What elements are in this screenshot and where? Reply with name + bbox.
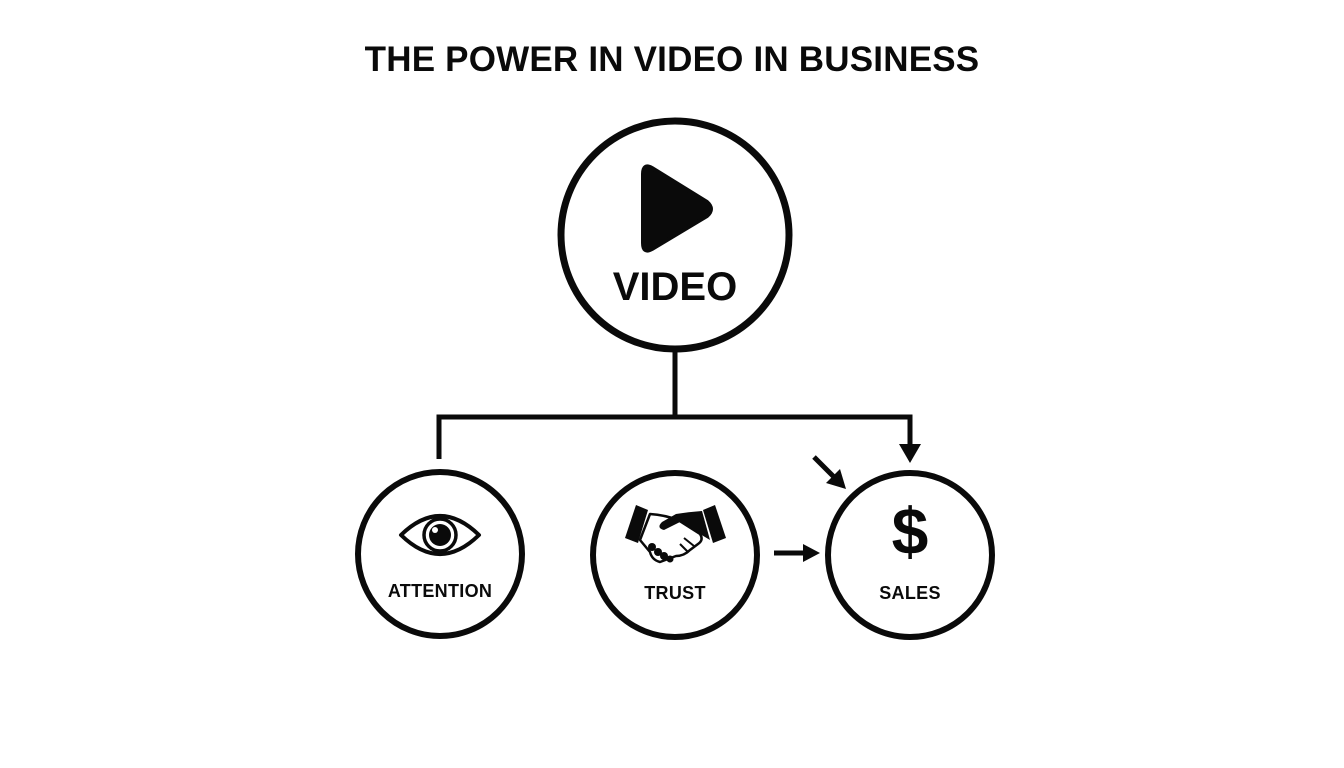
arrow-down-to-sales-icon bbox=[899, 444, 921, 463]
connector-tree bbox=[436, 352, 913, 459]
video-label: VIDEO bbox=[612, 265, 738, 309]
handshake-icon bbox=[625, 505, 726, 564]
diagram-title: THE POWER IN VIDEO IN BUSINESS bbox=[364, 40, 980, 79]
attention-label: ATTENTION bbox=[387, 581, 493, 601]
video-node bbox=[557, 117, 793, 353]
diagonal-arrow-icon bbox=[812, 455, 846, 489]
dollar-icon: $ bbox=[891, 494, 929, 568]
play-icon bbox=[641, 164, 713, 253]
arrow-trust-to-sales-icon bbox=[774, 544, 820, 562]
sales-circle bbox=[825, 470, 995, 640]
trust-node bbox=[590, 470, 760, 640]
trust-label: TRUST bbox=[644, 583, 706, 603]
sales-label: SALES bbox=[879, 583, 941, 603]
sales-node bbox=[825, 470, 995, 640]
branch-line bbox=[436, 414, 913, 459]
attention-node bbox=[355, 469, 525, 639]
eye-icon bbox=[399, 514, 481, 556]
